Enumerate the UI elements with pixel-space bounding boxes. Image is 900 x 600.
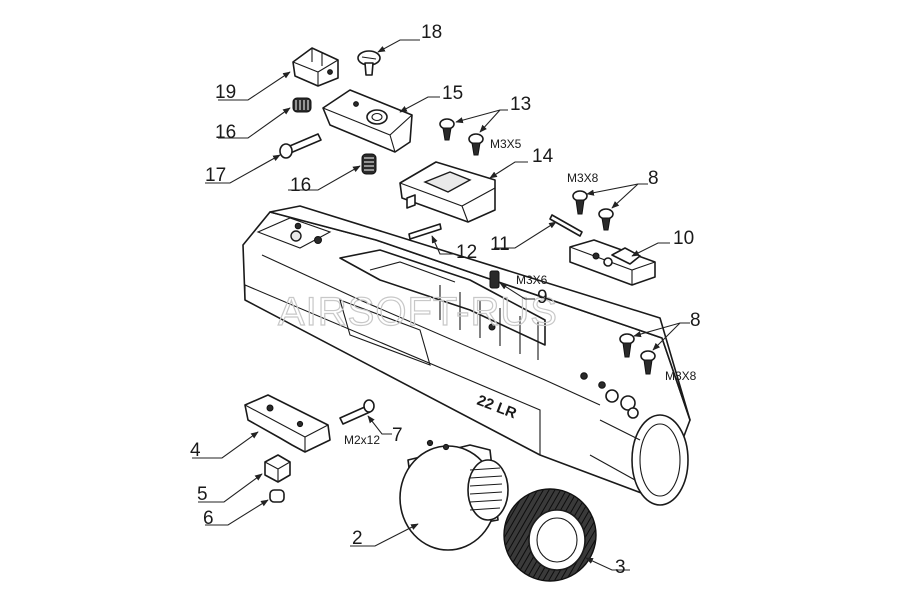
watermark: AIRSOFT-RUS <box>278 290 558 334</box>
rail-slots <box>439 285 539 360</box>
part-16-spring-top <box>292 97 312 113</box>
part-3-knurled-nut <box>503 488 597 582</box>
part-13-screws <box>439 118 484 156</box>
part-15-sight-block <box>322 89 413 153</box>
part-19-sight-blade <box>292 47 339 87</box>
part-9-set-screw <box>489 270 500 289</box>
callout-19: 19 <box>215 82 236 103</box>
slide-body <box>242 205 691 506</box>
callout-numbers: 18 19 15 13 16 14 17 8 16 10 11 12 9 8 7… <box>190 22 701 578</box>
part-6-pin <box>269 489 285 503</box>
callout-15: 15 <box>442 83 463 104</box>
spec-m3x8-bottom: M3X8 <box>665 369 697 383</box>
callout-14: 14 <box>532 146 554 167</box>
callout-10: 10 <box>673 228 694 249</box>
callout-17: 17 <box>205 165 226 186</box>
callout-16-top: 16 <box>215 122 236 143</box>
callout-12: 12 <box>456 242 477 263</box>
callout-8-bottom: 8 <box>690 310 701 331</box>
callout-9: 9 <box>537 287 548 308</box>
part-7-screw-m2x12 <box>339 399 375 425</box>
callout-7: 7 <box>392 425 403 446</box>
part-4-sight-bracket <box>244 394 331 453</box>
callout-18: 18 <box>421 22 442 43</box>
callout-6: 6 <box>203 508 214 529</box>
part-10-sight-base <box>569 239 656 286</box>
spec-m3x5: M3X5 <box>490 137 522 151</box>
leader-lines <box>192 39 690 571</box>
part-18-screw <box>357 50 381 76</box>
callout-2: 2 <box>352 528 363 549</box>
callout-4: 4 <box>190 440 201 461</box>
part-8-screws-top <box>572 190 614 231</box>
part-5-small-block <box>264 454 291 483</box>
part-2-thread-adapter <box>399 439 509 551</box>
part-8-screws-bottom <box>619 333 656 375</box>
spec-m2x12: M2x12 <box>344 433 380 447</box>
spec-m3x6: M3X6 <box>516 273 548 287</box>
part-16-spring-lower <box>361 153 377 175</box>
part-17-long-screw <box>279 133 322 159</box>
callout-16-lower: 16 <box>290 175 311 196</box>
callout-8-top: 8 <box>648 168 659 189</box>
part-11-pin <box>549 214 583 237</box>
part-12-pin <box>408 223 442 240</box>
spec-m3x8-top: M3X8 <box>567 171 599 185</box>
part-14-sight-housing <box>399 161 496 223</box>
spec-labels: M3X5 M3X8 M3X6 M3X8 M2x12 <box>344 137 697 447</box>
callout-11: 11 <box>490 234 510 255</box>
callout-3: 3 <box>615 557 626 578</box>
callout-13: 13 <box>510 94 531 115</box>
callout-5: 5 <box>197 484 208 505</box>
